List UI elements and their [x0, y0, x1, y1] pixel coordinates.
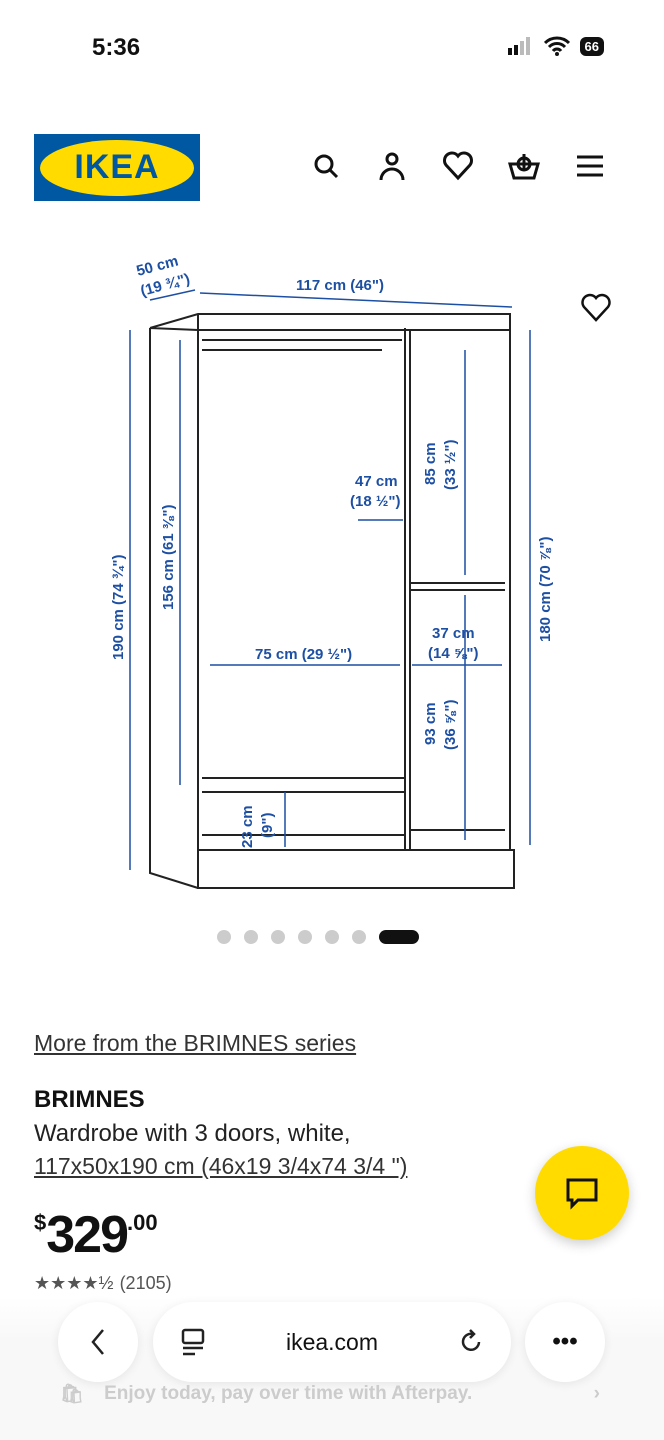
carousel-dot[interactable]: [352, 930, 366, 944]
carousel-dot[interactable]: [217, 930, 231, 944]
dim-upper-shelf: 85 cm: [422, 442, 439, 485]
product-name: BRIMNES: [34, 1086, 145, 1113]
carousel-dot[interactable]: [271, 930, 285, 944]
reload-icon[interactable]: [457, 1327, 485, 1357]
carousel-dot[interactable]: [298, 930, 312, 944]
clock: 5:36: [92, 34, 141, 61]
star-icon: ★★★★½: [34, 1273, 114, 1293]
carousel-dot[interactable]: [244, 930, 258, 944]
chevron-left-icon: [91, 1329, 104, 1355]
product-dimension-image[interactable]: 50 cm (19 ¾") 117 cm (46") 190 cm (74 ¾"…: [100, 250, 560, 900]
signal-icon: [507, 37, 530, 55]
dim-height-inner: 156 cm (61 ⅜"): [160, 504, 177, 610]
basket-icon[interactable]: [508, 150, 540, 182]
product-description: Wardrobe with 3 doors, white,: [34, 1120, 351, 1147]
address-bar[interactable]: ikea.com: [153, 1302, 511, 1382]
dim-lower-shelf-in: (36 ⅝"): [442, 700, 459, 750]
dim-rail-gap-in: (18 ½"): [350, 493, 400, 510]
dim-right-width: 37 cm: [432, 625, 475, 642]
battery-icon: 66: [579, 36, 604, 56]
dim-height-total: 190 cm (74 ¾"): [110, 554, 127, 660]
dim-lower-shelf: 93 cm: [422, 702, 439, 745]
reader-mode-icon: [181, 1328, 205, 1356]
favorite-heart-icon[interactable]: [580, 292, 612, 324]
ikea-logo[interactable]: IKEA: [34, 134, 200, 201]
chevron-right-icon: ›: [593, 1383, 600, 1404]
dim-width: 117 cm (46"): [296, 277, 384, 294]
product-rating[interactable]: ★★★★½ (2105): [34, 1272, 172, 1294]
dim-bottom: 23 cm: [239, 805, 256, 848]
menu-icon[interactable]: [574, 150, 606, 182]
more-icon: •••: [552, 1328, 578, 1355]
series-link[interactable]: More from the BRIMNES series: [34, 1030, 357, 1056]
browser-more-button[interactable]: •••: [525, 1302, 605, 1382]
product-price: $ 329 .00: [34, 1206, 158, 1264]
status-bar: 5:36 66: [0, 30, 664, 66]
header-nav: [310, 150, 606, 182]
carousel-dot-active[interactable]: [379, 930, 419, 944]
dim-upper-shelf-in: (33 ½"): [442, 440, 459, 490]
chat-button[interactable]: [535, 1146, 629, 1240]
carousel-dot[interactable]: [325, 930, 339, 944]
url-text: ikea.com: [285, 1328, 379, 1355]
heart-icon[interactable]: [442, 150, 474, 182]
wifi-icon: [543, 36, 570, 56]
carousel-indicators: [217, 930, 419, 944]
product-dimensions-link[interactable]: 117x50x190 cm (46x19 3/4x74 3/4 "): [34, 1153, 408, 1179]
search-icon[interactable]: [310, 150, 342, 182]
dim-right-width-in: (14 ⅝"): [428, 645, 478, 662]
dim-height-right: 180 cm (70 ⅞"): [537, 536, 554, 642]
dim-left-width: 75 cm (29 ½"): [255, 646, 352, 663]
dim-bottom-in: (9"): [259, 813, 276, 838]
review-count: (2105): [119, 1273, 172, 1293]
chat-icon: [566, 1178, 598, 1210]
dim-rail-gap: 47 cm: [355, 473, 398, 490]
browser-back-button[interactable]: [58, 1302, 138, 1382]
afterpay-icon: 🛍: [60, 1384, 85, 1405]
afterpay-banner[interactable]: 🛍 Enjoy today, pay over time with Afterp…: [60, 1382, 600, 1406]
user-icon[interactable]: [376, 150, 408, 182]
afterpay-text: Enjoy today, pay over time with Afterpay…: [104, 1383, 473, 1404]
